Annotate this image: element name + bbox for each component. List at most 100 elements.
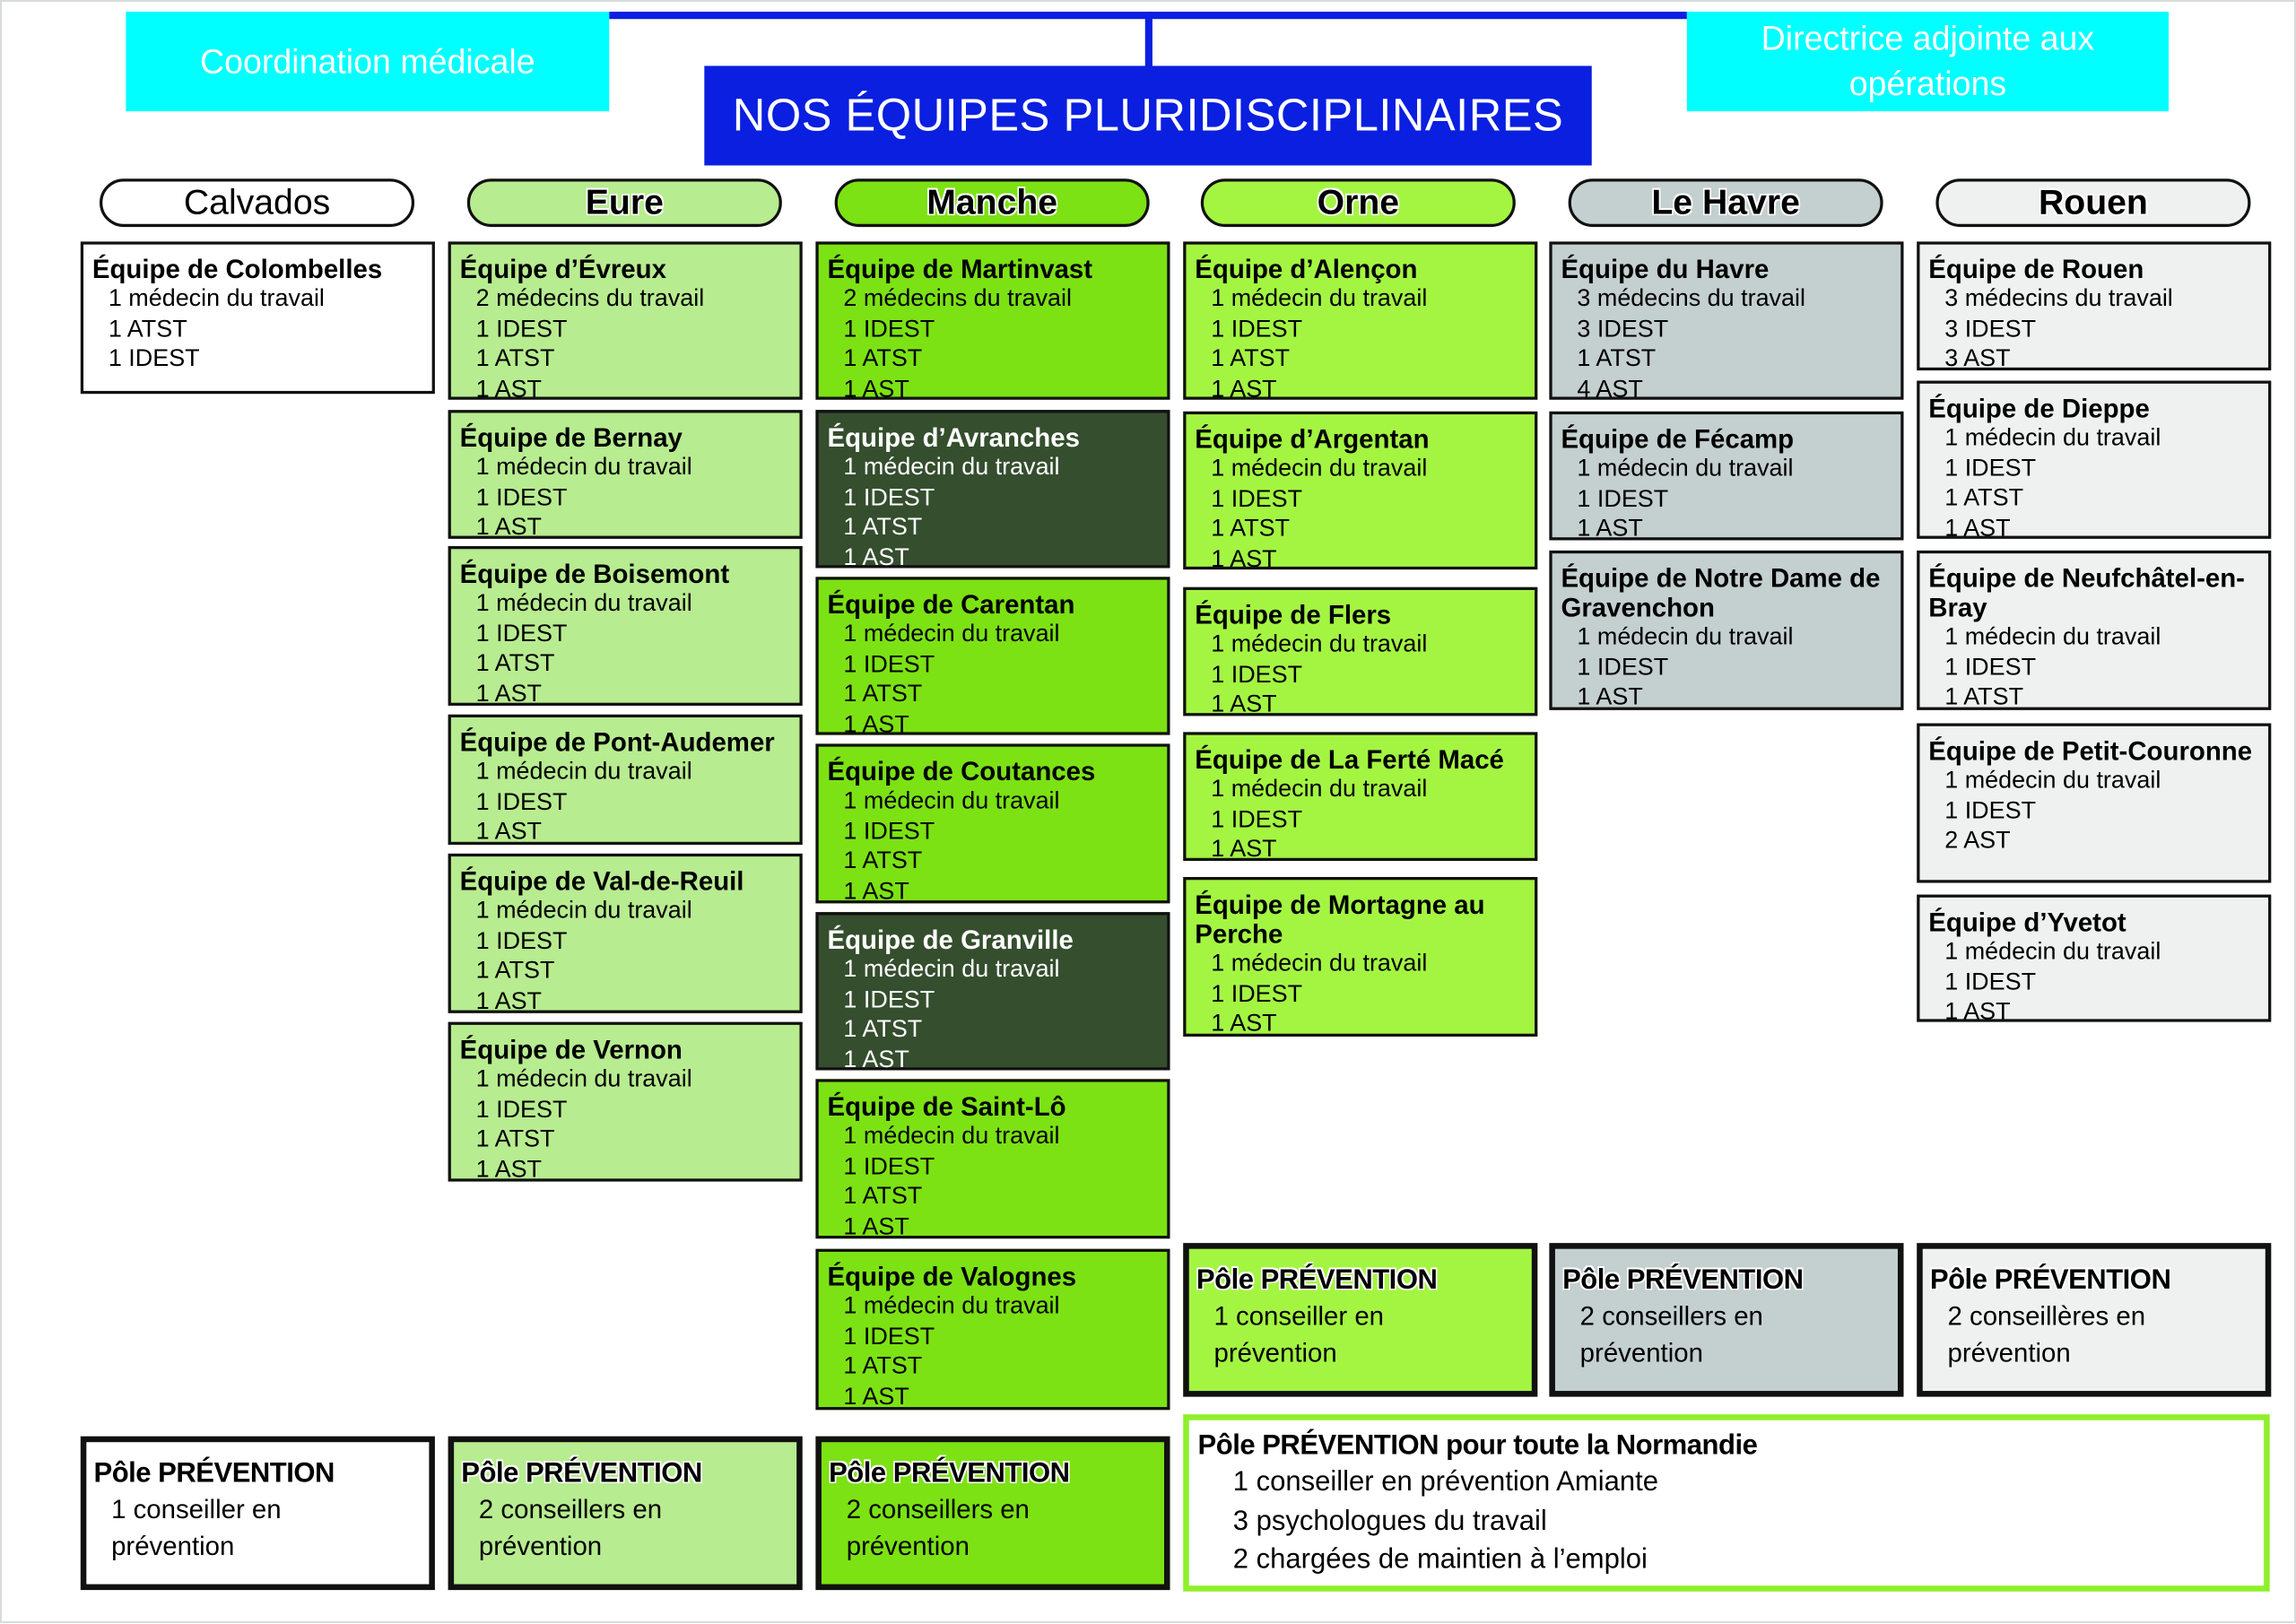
pole-title: Pôle PRÉVENTION — [93, 1458, 335, 1489]
team-member-line: 3 AST — [1944, 345, 2011, 372]
team-member-line: 1 médecin du travail — [1211, 950, 1428, 977]
team-member-line: 1 IDEST — [1577, 654, 1669, 681]
team-member-line: 1 médecin du travail — [475, 758, 692, 786]
team-member-line: 1 IDEST — [475, 1096, 568, 1123]
team-member-line: 1 médecin du travail — [1211, 455, 1428, 482]
team-member-line: 1 médecin du travail — [1211, 630, 1428, 658]
team-title: Équipe de Notre Dame de Gravenchon — [1561, 563, 1881, 622]
team-member-line: 1 AST — [475, 1156, 543, 1183]
team-member-line: 1 ATST — [843, 847, 923, 874]
team-member-line: 1 IDEST — [1944, 454, 2037, 482]
team-member-line: 1 IDEST — [475, 620, 568, 647]
team-member-line: 1 IDEST — [1211, 485, 1303, 512]
team-member-line: 1 ATST — [843, 514, 923, 541]
team-member-line: 1 AST — [843, 1383, 909, 1410]
team-member-line: 1 IDEST — [1211, 661, 1303, 688]
team-title: Équipe du Havre — [1561, 255, 1770, 284]
team-title: Équipe de Granville — [827, 925, 1074, 955]
team-title: Équipe de Neufchâtel-en-Bray — [1928, 563, 2245, 622]
pole-title: Pôle PRÉVENTION — [461, 1458, 702, 1489]
team-member-line: 1 AST — [843, 375, 909, 403]
team-member-line: 1 ATST — [843, 1183, 923, 1210]
team-member-line: 1 IDEST — [843, 1152, 935, 1180]
region-header-eure: Eure — [466, 178, 782, 228]
team-title: Équipe de Mortagne au Perche — [1195, 890, 1485, 949]
team-member-line: 1 IDEST — [475, 788, 568, 815]
team-title: Équipe de Rouen — [1928, 255, 2144, 284]
team-member-line: 1 ATST — [475, 649, 555, 677]
team-member-line: 1 AST — [1211, 545, 1277, 572]
team-member-line: 1 IDEST — [843, 817, 935, 845]
team-member-line: 1 médecin du travail — [1944, 767, 2161, 794]
team-member-line: 1 médecin du travail — [1211, 285, 1428, 312]
pole-line: prévention — [1947, 1338, 2071, 1368]
team-member-line: 1 IDEST — [475, 483, 568, 510]
pole-line: prévention — [1579, 1338, 1703, 1368]
team-member-line: 1 IDEST — [108, 345, 200, 372]
team-member-line: 1 AST — [1211, 836, 1277, 863]
connector-vertical — [1144, 12, 1152, 68]
team-member-line: 1 IDEST — [1577, 485, 1669, 512]
team-title: Équipe de Boisemont — [459, 559, 730, 589]
region-header-rouen: Rouen — [1935, 178, 2251, 228]
team-member-line: 1 ATST — [843, 345, 923, 372]
team-title: Équipe de Flers — [1195, 600, 1392, 630]
region-header-calvados: Calvados — [100, 178, 415, 228]
pole-line: 1 conseiller en — [1213, 1301, 1385, 1332]
team-member-line: 1 médecin du travail — [843, 1123, 1060, 1150]
team-member-line: 1 médecin du travail — [475, 897, 692, 925]
team-member-line: 1 ATST — [108, 315, 187, 343]
region-name: Rouen — [2038, 182, 2148, 222]
team-member-line: 1 médecin du travail — [843, 956, 1060, 983]
team-member-line: 1 AST — [843, 877, 909, 905]
pole-prevention-normandie: Pôle PRÉVENTION pour toute la Normandie … — [1183, 1414, 2270, 1592]
pole-title: Pôle PRÉVENTION — [1196, 1264, 1438, 1296]
team-member-line: 1 IDEST — [1944, 797, 2037, 824]
team-member-line: 1 AST — [475, 514, 543, 541]
team-member-line: 2 médecins du travail — [475, 285, 705, 312]
team-member-line: 1 IDEST — [843, 483, 935, 510]
team-member-line: 1 AST — [843, 1212, 909, 1240]
team-member-line: 4 AST — [1577, 375, 1643, 403]
pole-line: 1 conseiller en — [111, 1494, 282, 1524]
pole-line: 2 conseillers en — [846, 1494, 1030, 1524]
team-member-line: 1 IDEST — [843, 650, 935, 678]
region-name: Manche — [926, 182, 1058, 222]
team-member-line: 1 AST — [1211, 690, 1277, 718]
team-member-line: 1 AST — [843, 710, 909, 738]
team-title: Équipe d’Yvetot — [1928, 908, 2126, 937]
team-member-line: 1 ATST — [475, 957, 555, 985]
team-member-line: 1 IDEST — [1211, 315, 1303, 343]
team-member-line: 1 médecin du travail — [1944, 623, 2161, 650]
team-title: Équipe de Valognes — [827, 1262, 1077, 1292]
team-member-line: 1 ATST — [843, 1016, 923, 1043]
team-title: Équipe de Colombelles — [91, 255, 383, 284]
team-title: Équipe de Carentan — [827, 589, 1075, 620]
region-name: Le Havre — [1651, 182, 1800, 222]
pole-line: 1 conseiller en prévention Amiante — [1232, 1466, 1658, 1498]
pole-line: 2 conseillers en — [478, 1494, 663, 1524]
team-member-line: 1 AST — [1944, 514, 2011, 542]
team-member-line: 1 médecin du travail — [108, 285, 325, 312]
team-member-line: 1 médecin du travail — [475, 1065, 692, 1092]
team-title: Équipe de Fécamp — [1561, 424, 1795, 455]
team-member-line: 1 médecin du travail — [1944, 424, 2161, 451]
team-member-line: 1 AST — [475, 375, 543, 403]
team-member-line: 1 AST — [475, 680, 543, 707]
